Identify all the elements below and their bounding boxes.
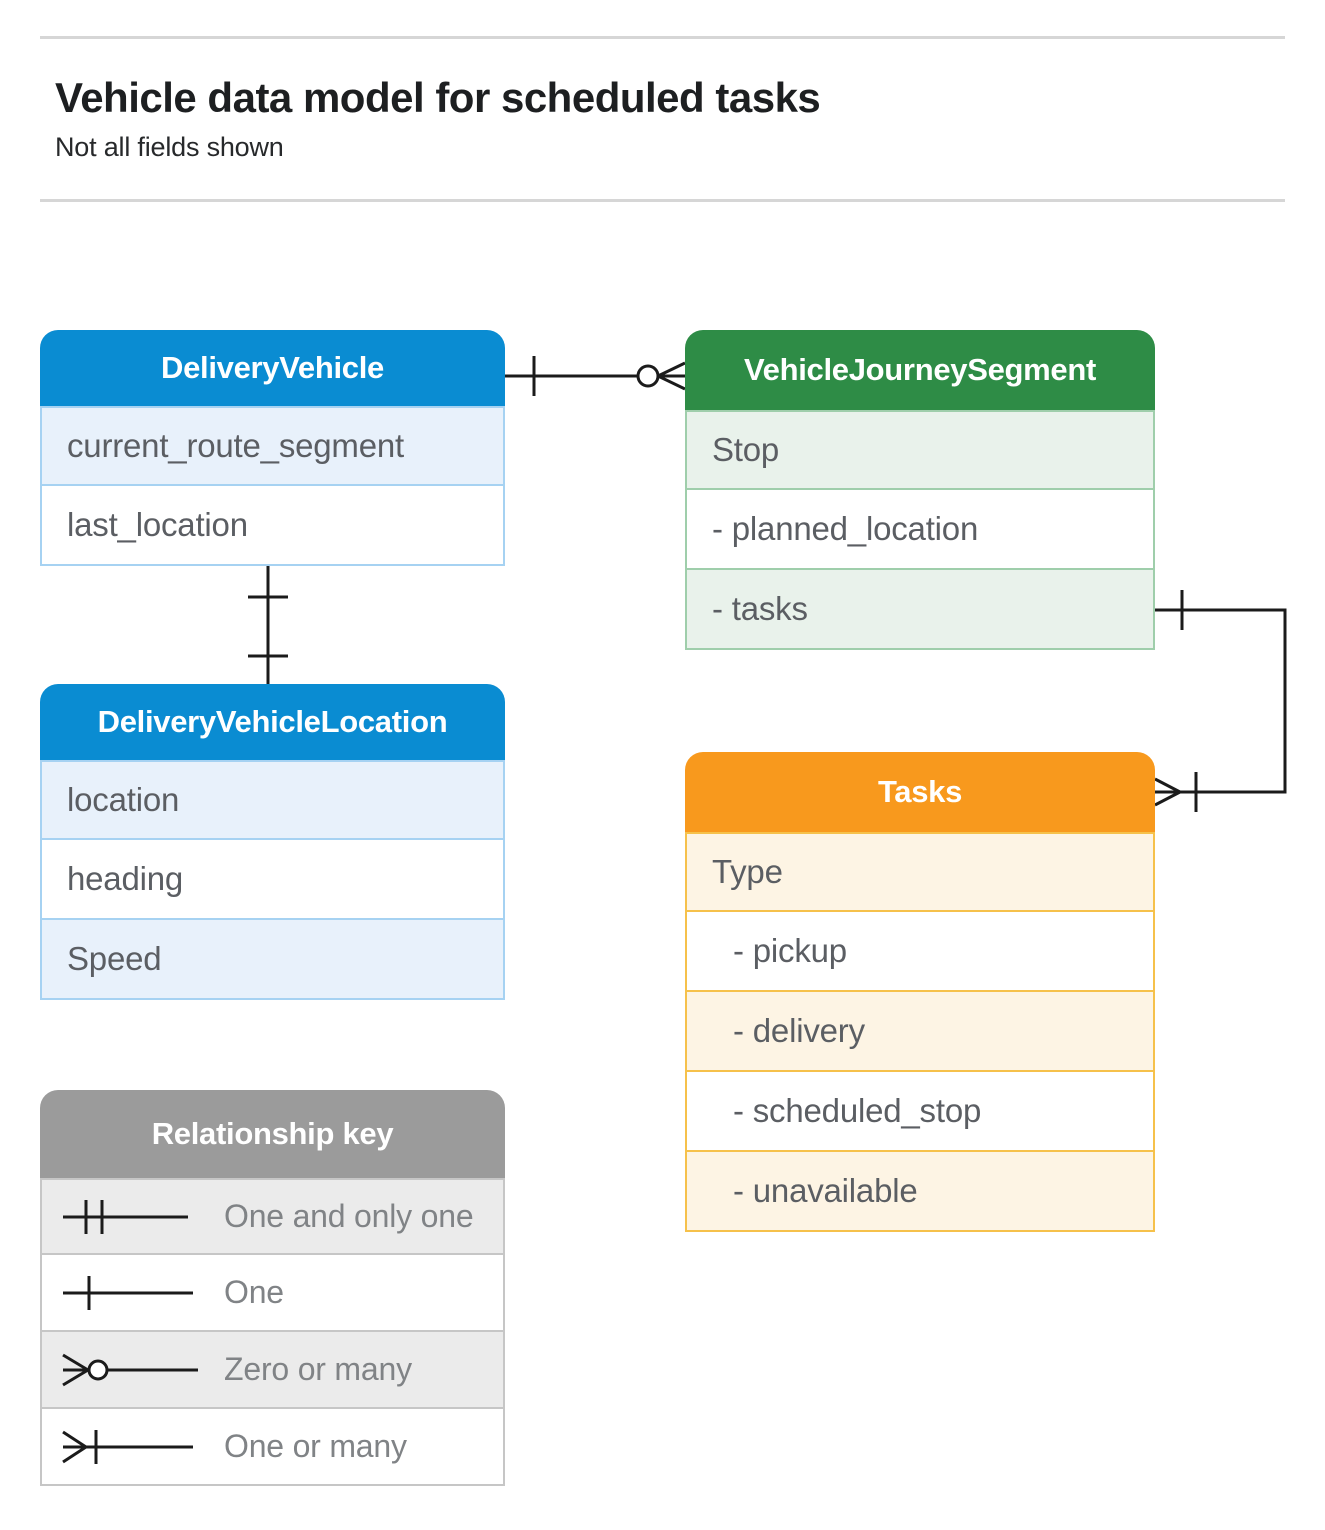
legend-label: One [224, 1274, 284, 1310]
entity-delivery-vehicle: DeliveryVehicle current_route_segment la… [40, 330, 505, 566]
legend-header: Relationship key [40, 1090, 505, 1178]
legend-label: One and only one [224, 1198, 474, 1234]
field-delivery: - delivery [685, 992, 1155, 1072]
legend-item-one-or-many: One or many [40, 1409, 505, 1486]
one-icon [63, 1275, 193, 1310]
connector-vehiclejourneysegment-tasks [1154, 590, 1287, 812]
entity-delivery-vehicle-header: DeliveryVehicle [40, 330, 505, 406]
field-stop: Stop [685, 410, 1155, 490]
legend-item-zero-or-many: Zero or many [40, 1332, 505, 1409]
legend-item-one: One [40, 1255, 505, 1332]
field-unavailable: - unavailable [685, 1152, 1155, 1232]
legend-item-one-and-only-one: One and only one [40, 1178, 505, 1255]
field-type: Type [685, 832, 1155, 912]
entity-delivery-vehicle-location-header: DeliveryVehicleLocation [40, 684, 505, 760]
field-tasks: - tasks [685, 570, 1155, 650]
field-location: location [40, 760, 505, 840]
legend-label: Zero or many [224, 1351, 412, 1387]
field-last-location: last_location [40, 486, 505, 566]
entity-tasks-header: Tasks [685, 752, 1155, 832]
field-speed: Speed [40, 920, 505, 1000]
field-planned-location: - planned_location [685, 490, 1155, 570]
entity-tasks: Tasks Type - pickup - delivery - schedul… [685, 752, 1155, 1232]
header-divider [40, 199, 1285, 202]
zero-or-many-icon [62, 1353, 198, 1386]
page-title: Vehicle data model for scheduled tasks [55, 74, 821, 121]
entity-vehicle-journey-segment-header: VehicleJourneySegment [685, 330, 1155, 410]
field-current-route-segment: current_route_segment [40, 406, 505, 486]
legend-relationship-key: Relationship key One and only one One [40, 1090, 505, 1486]
field-heading: heading [40, 840, 505, 920]
connector-deliveryvehicle-to-vehiclejourneysegment [505, 356, 686, 396]
connector-deliveryvehicle-to-deliveryvehiclelocation [248, 566, 288, 684]
one-or-many-icon [62, 1429, 193, 1464]
entity-vehicle-journey-segment: VehicleJourneySegment Stop - planned_loc… [685, 330, 1155, 650]
page-subtitle: Not all fields shown [55, 132, 284, 162]
top-divider [40, 36, 1285, 39]
legend-label: One or many [224, 1428, 407, 1464]
field-scheduled-stop: - scheduled_stop [685, 1072, 1155, 1152]
entity-delivery-vehicle-location: DeliveryVehicleLocation location heading… [40, 684, 505, 1000]
field-pickup: - pickup [685, 912, 1155, 992]
one-and-only-one-icon [63, 1199, 188, 1234]
